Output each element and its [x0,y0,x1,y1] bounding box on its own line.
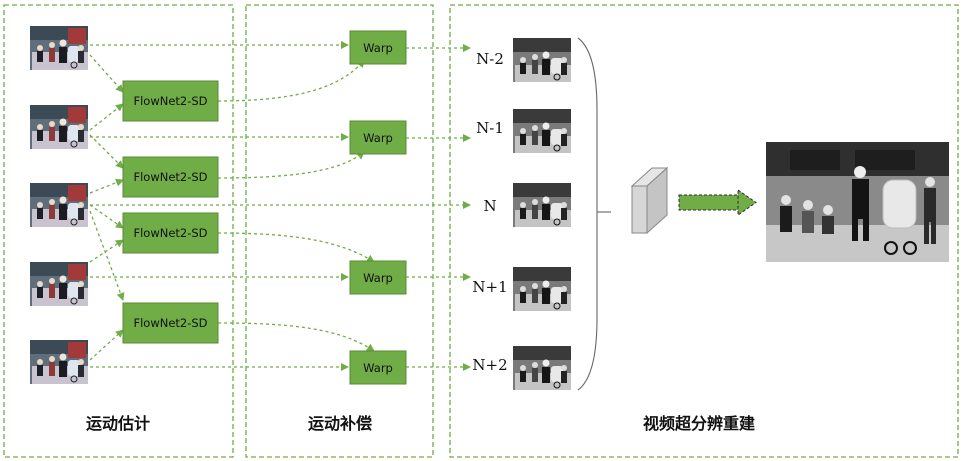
flownet-box-1: FlowNet2-SD [122,80,219,122]
flow-arrows [89,41,471,371]
section-motion-compensation [245,4,434,458]
flownet-label: FlowNet2-SD [133,226,207,240]
input-frame-3 [29,182,89,228]
flownet-label: FlowNet2-SD [133,94,207,108]
flownet-box-4: FlowNet2-SD [122,302,219,344]
input-frame-5 [29,339,89,385]
warp-box-2: Warp [349,120,407,155]
frame-label-n-minus-1: N-1 [476,119,504,137]
warp-label: Warp [363,131,393,145]
sr-network-block [630,166,669,235]
warp-label: Warp [363,361,393,375]
flownet-label: FlowNet2-SD [133,316,207,330]
flownet-label: FlowNet2-SD [133,170,207,184]
input-frame-1 [29,25,89,71]
output-arrow [678,189,757,216]
warped-frame-n-minus-2 [512,37,572,83]
frame-label-n-plus-1: N+1 [472,278,507,296]
output-sr-frame [766,142,949,262]
section-motion-estimation [3,4,234,458]
warped-frame-n-minus-1 [512,108,572,154]
flownet-box-2: FlowNet2-SD [122,156,219,198]
section-label-motion-estimation: 运动估计 [86,414,150,433]
section-label-motion-compensation: 运动补偿 [308,414,372,433]
warp-label: Warp [363,41,393,55]
flownet-box-3: FlowNet2-SD [122,212,219,254]
input-frame-2 [29,104,89,150]
frame-label-n: N [483,197,496,215]
warp-label: Warp [363,271,393,285]
frame-label-n-minus-2: N-2 [476,50,504,68]
warped-frame-n [512,182,572,228]
warp-box-3: Warp [349,260,407,295]
warp-box-4: Warp [349,350,407,385]
section-label-video-sr: 视频超分辨重建 [643,414,755,433]
warped-frame-n-plus-2 [512,345,572,391]
warp-box-1: Warp [349,30,407,65]
warped-frame-n-plus-1 [512,266,572,312]
frames-bracket [577,37,598,391]
input-frame-4 [29,261,89,307]
frame-label-n-plus-2: N+2 [472,356,507,374]
